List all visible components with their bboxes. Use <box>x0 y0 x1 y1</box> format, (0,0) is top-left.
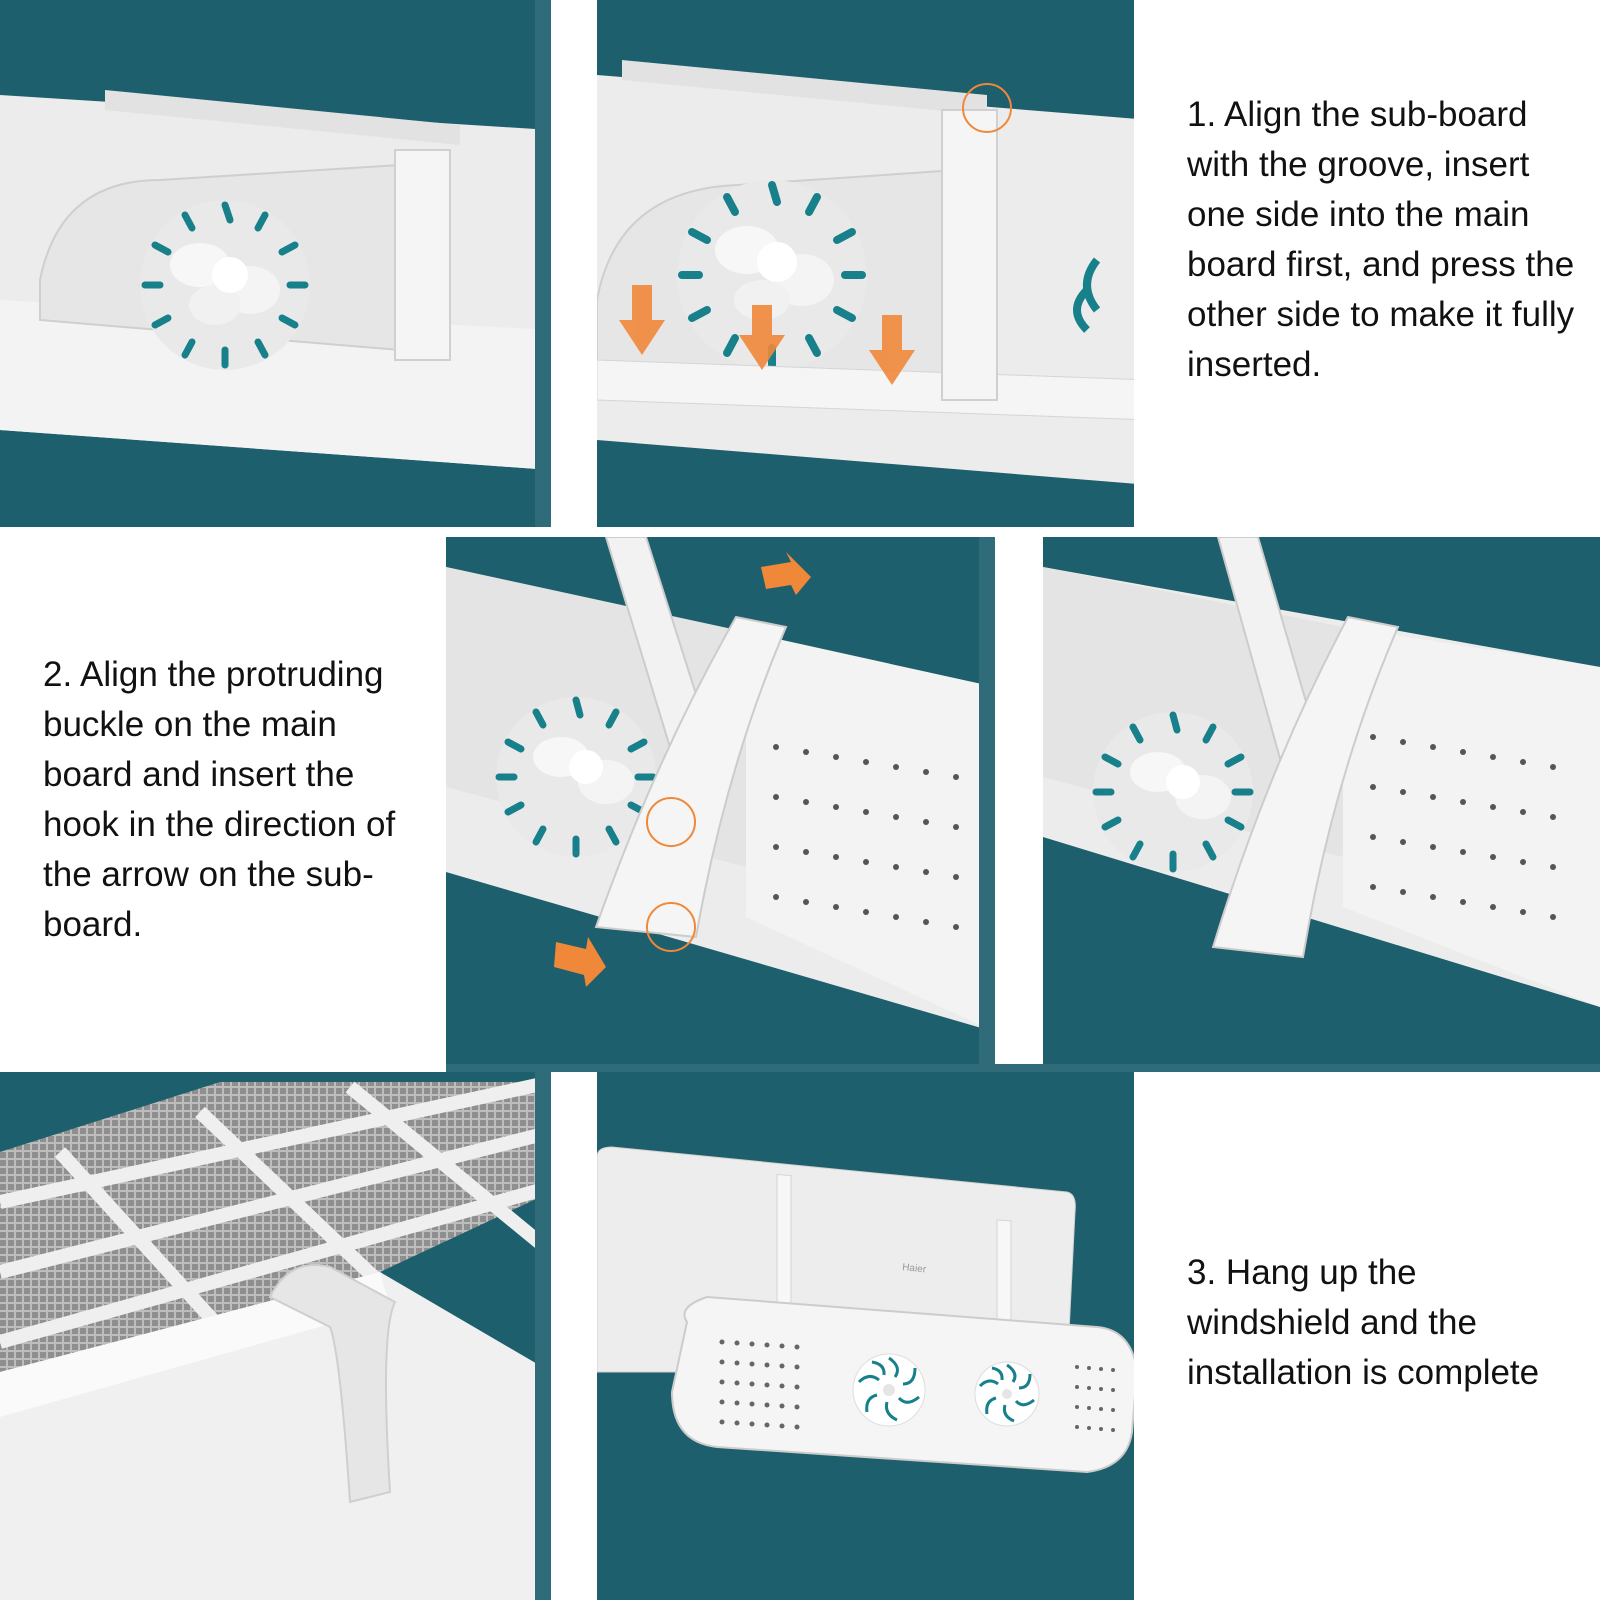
step3-instruction: 3. Hang up the windshield and the instal… <box>1187 1253 1540 1392</box>
step1-instruction: 1. Align the sub-board with the groove, … <box>1187 95 1575 384</box>
right-arrow-icon <box>1010 779 1030 799</box>
step2-image-after <box>1043 537 1600 1064</box>
circle-highlight-icon <box>646 797 696 847</box>
fan-icon <box>677 180 867 370</box>
step3-image-installed: Haier <box>597 1072 1150 1600</box>
circle-highlight-icon <box>646 902 696 952</box>
fan-icon <box>852 1353 926 1427</box>
step3-image-filter-closeup <box>0 1072 551 1600</box>
step2-image-before <box>446 537 995 1064</box>
step2-instruction: 2. Align the protruding buckle on the ma… <box>43 655 396 944</box>
fan-icon <box>140 200 310 370</box>
fan-icon <box>1092 711 1254 873</box>
row2-bottom-border <box>446 1064 1600 1072</box>
orange-arrow-icon <box>619 285 915 385</box>
step1-image-before <box>0 0 551 527</box>
right-arrow-icon <box>563 1302 583 1322</box>
fan-icon <box>495 696 657 858</box>
orange-arrow-icon <box>554 552 811 987</box>
ac-brand-label: Haier <box>902 1262 928 1276</box>
circle-highlight-icon <box>962 83 1012 133</box>
fan-icon <box>974 1361 1040 1427</box>
step1-image-after <box>597 0 1150 527</box>
right-arrow-icon <box>563 248 583 268</box>
